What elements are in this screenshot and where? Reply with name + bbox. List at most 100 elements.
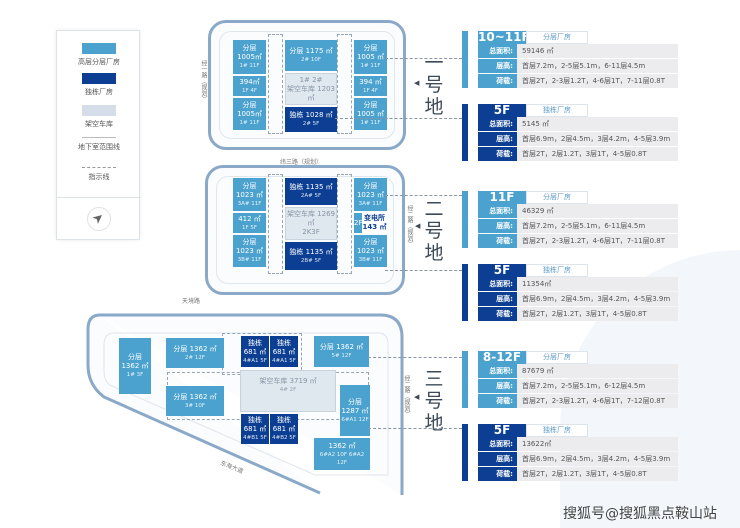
building-label: 1023 ㎡ (235, 247, 264, 255)
building-label: 1362 ㎡ (328, 441, 356, 450)
spec-row: 层高:首层6.9m，2层4.5m，3层4.2m，4-5层3.9m (478, 452, 678, 466)
spec-value: 首层2T，2层1.2T，3层1T，4-5层0.8T (522, 470, 647, 478)
building-label: 681 ㎡ (272, 347, 296, 356)
building-label: 独栋 1135 ㎡ (289, 183, 333, 191)
spec-label: 荷载: (478, 147, 517, 161)
building-floors: 1# 11F (239, 120, 260, 126)
legend-item-parking: 架空车库 (57, 105, 141, 129)
spec-label: 总面积: (478, 44, 517, 58)
spec-row: 层高:首层7.2m，2-5层5.1m，6-11层4.5m (478, 59, 678, 73)
building-label: 394 ㎡ (359, 77, 382, 86)
spec-label: 总面积: (478, 437, 517, 451)
road-label: 天境路 (182, 298, 201, 305)
legend-item-basement-line: 地下室范围线 (57, 137, 141, 152)
plot-2-label: 二号地 (424, 198, 444, 264)
spec-value: 11354㎡ (522, 280, 552, 288)
building-label: 394㎡ (239, 77, 260, 86)
spec-row: 荷载: 首层2T，2层1.2T，3层1T，4-5层0.8T (478, 467, 678, 481)
building-floors: 6#A2 10F 6#A2 12F (319, 451, 365, 466)
panel-floors: 11F (478, 191, 526, 204)
building-block: 2F (354, 213, 362, 233)
building-label: 独栋 (277, 416, 291, 424)
building-label: 1005㎡ (237, 110, 262, 118)
building-floors: 5# 12F (331, 353, 352, 359)
building-label: 1005㎡ (237, 53, 262, 61)
panel-accent-bar (462, 104, 468, 161)
building-label: 分层 1362 ㎡ (173, 344, 217, 353)
spec-value: 首层7.2m，2-5层5.1m，6-11层4.5m (522, 62, 646, 70)
road-label: 纬三路（规划） (280, 159, 323, 166)
spec-row: 层高:首层7.2m，2-5层5.1m，6-12层4.5m (478, 379, 678, 393)
panel-type: 分层厂房 (526, 191, 588, 204)
building-label: 分层 (242, 101, 257, 109)
spec-value: 首层2T，2-3层1.2T，4-6层1T，7-12层0.8T (522, 397, 666, 405)
spec-row: 荷载:首层2T，2层1.2T，3层1T，4-5层0.8T (478, 147, 678, 161)
building-label: 分层 (363, 238, 378, 246)
building-label: 分层 (242, 238, 257, 246)
building-floors: 3B# 11F (237, 257, 262, 263)
spec-label: 层高: (478, 132, 517, 146)
panel-floors: 5F (478, 104, 526, 117)
building-floors: 1F 4F (362, 87, 379, 94)
panel-type: 分层厂房 (526, 31, 588, 44)
guide-line (385, 270, 462, 271)
watermark: 搜狐号@搜狐黑点鞍山站 (563, 506, 717, 522)
swatch-light-blue (82, 43, 116, 54)
building-label: 独栋 1135 ㎡ (289, 247, 333, 256)
building-label: 变电所 (364, 214, 385, 222)
basement-outline (337, 174, 352, 274)
building-label: 架空车库 1269 ㎡ (286, 210, 336, 227)
building-label: 1005 ㎡ (356, 110, 385, 118)
building-label: 独栋 (248, 338, 262, 347)
panel-floors: 8-12F (478, 351, 526, 364)
pointer-icon: ◀ (415, 222, 421, 230)
guide-line (385, 58, 462, 59)
building-label: 1023 ㎡ (235, 190, 264, 199)
plot-3-label: 三号地 (424, 368, 444, 434)
spec-value: 46329 ㎡ (522, 207, 554, 215)
building-label: 架空车库 3719 ㎡ (259, 377, 317, 385)
building-label: 分层 (128, 353, 142, 361)
panel-type: 分层厂房 (526, 351, 588, 364)
spec-value: 59146 ㎡ (522, 47, 554, 55)
spec-value: 首层6.9m，2层4.5m，3层4.2m，4-5层3.9m (522, 455, 671, 463)
panel-accent-bar (462, 351, 468, 408)
building-label: 143 ㎡ (362, 223, 387, 231)
building-label: 1362 ㎡ (121, 362, 149, 370)
building-floors: 1# 11F (360, 120, 381, 126)
building-label: 412 ㎡ (238, 214, 261, 223)
panel-floors: 5F (478, 264, 526, 277)
spec-label: 荷载: (478, 74, 517, 88)
building-label: 独栋 (248, 416, 262, 424)
spec-label: 荷载: (478, 467, 517, 481)
road-label: 经二路（规划） (403, 375, 410, 417)
building-label: 681 ㎡ (272, 425, 296, 433)
spec-label: 层高: (478, 292, 517, 306)
spec-row: 总面积:87679 ㎡ (478, 364, 678, 378)
building-floors: 3B# 11F (358, 257, 383, 263)
spec-row: 层高:首层7.2m，2-5层5.1m，6-11层4.5m (478, 219, 678, 233)
spec-value: 13622㎡ (522, 440, 552, 448)
guide-line (368, 428, 462, 429)
building-label: 1287 ㎡ (341, 406, 369, 415)
building-label: 独栋 1028 ㎡ (289, 111, 333, 119)
spec-row: 层高:首层6.9m，2层4.5m，3层4.2m，4-5层3.9m (478, 292, 678, 306)
building-floors: 3A# 11F (358, 200, 383, 207)
building-label: 分层 1175 ㎡ (289, 47, 333, 55)
